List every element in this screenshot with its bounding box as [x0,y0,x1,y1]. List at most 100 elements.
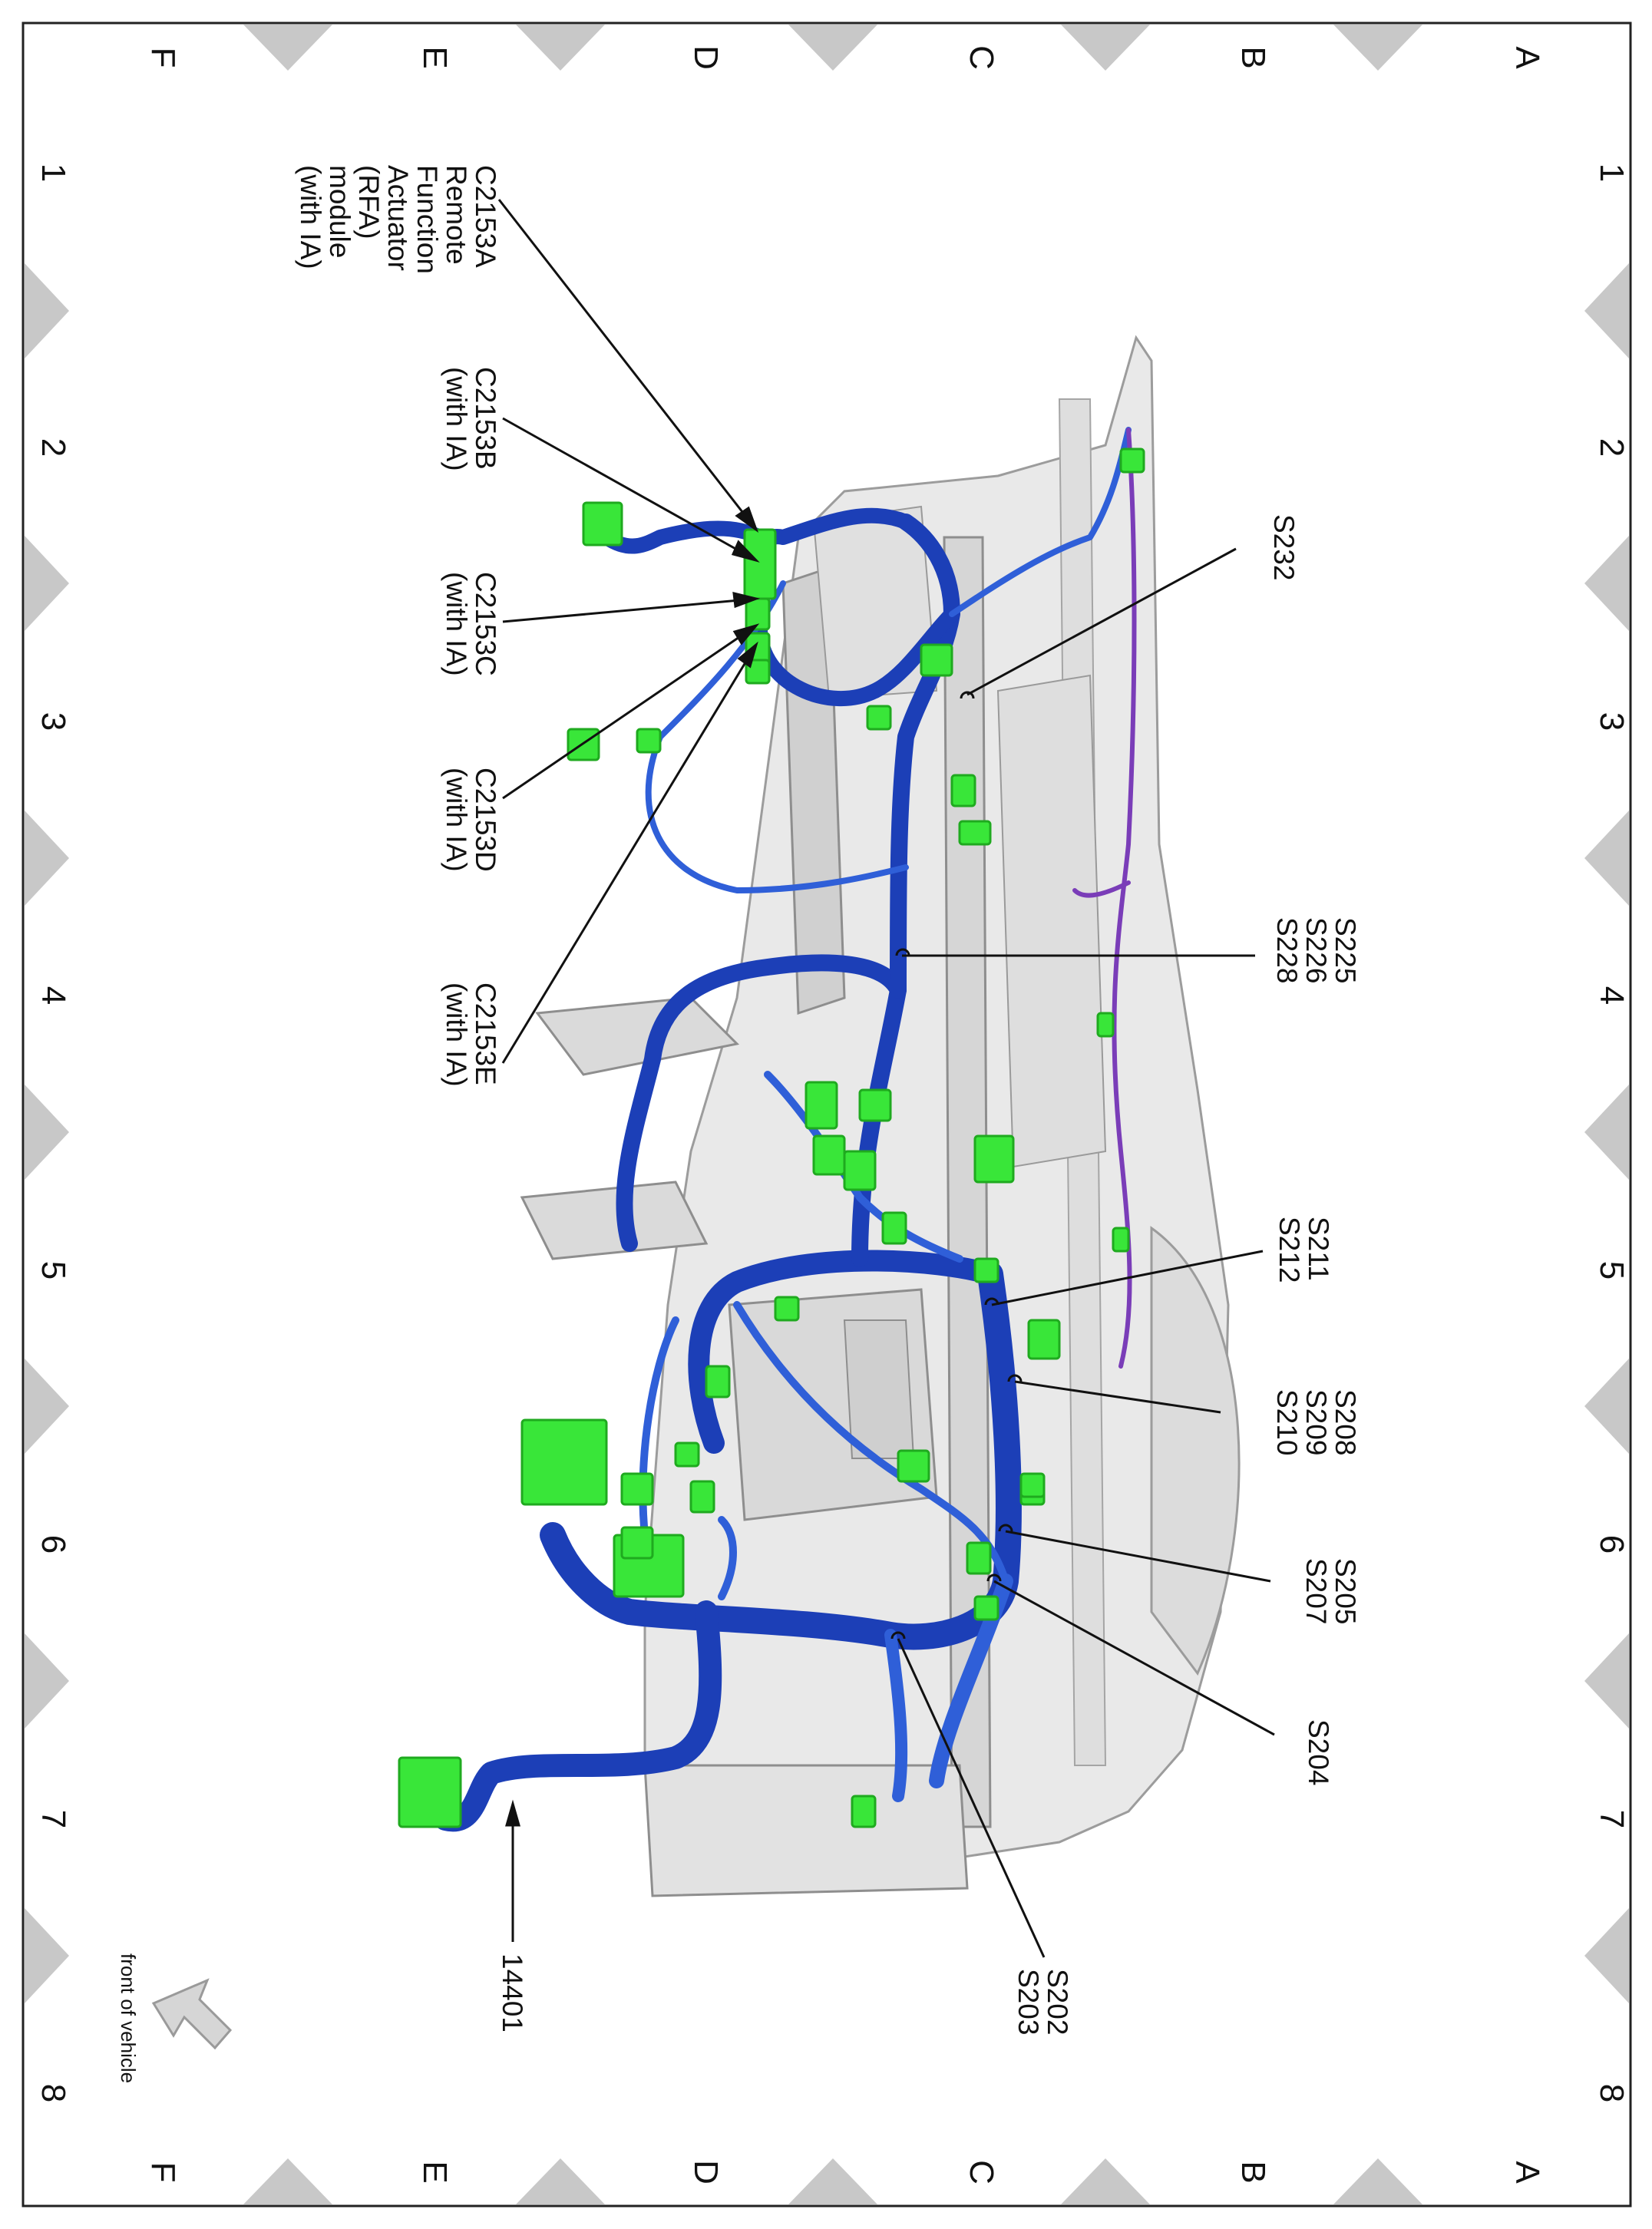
grid-marker-right [1584,1359,1629,1454]
connector-block [1112,1227,1130,1253]
callout-s205-line2: S207 [1300,1558,1332,1624]
grid-marker-left [25,1633,69,1729]
callout-c2153d-line1: C2153D [470,768,501,872]
front-arrow-icon [151,1978,233,2050]
connector-block [866,705,892,731]
grid-marker-right [1584,263,1629,358]
grid-number-7-left: 7 [35,1810,72,1828]
front-of-vehicle-label: front of vehicle [117,1953,140,2083]
grid-letter-c-bottom: C [963,2160,1000,2184]
callout-s208: S208 S209 S210 [1271,1389,1361,1455]
connector-block [745,659,771,685]
connector-block [1027,1319,1061,1360]
callout-c2153a-line2: Remote [441,165,472,265]
callout-c2153c: C2153C (with IA) [441,572,501,676]
grid-numbers-right: 1 2 3 4 5 6 7 8 [1593,163,1631,2102]
grid-letter-e-bottom: E [416,2161,454,2183]
grid-marker-left [25,1908,69,2003]
callout-s225-line2: S226 [1300,917,1332,983]
connector-block [843,1150,877,1191]
callout-c2153a-line1: C2153A [470,165,501,268]
grid-number-7-right: 7 [1593,1810,1631,1828]
callout-s211-line1: S211 [1303,1217,1334,1281]
callout-c2153b-line2: (with IA) [441,367,472,471]
callout-s211-line2: S212 [1274,1217,1305,1283]
connector-block [966,1541,992,1575]
grid-marker-left [25,811,69,906]
callout-c2153e-line2: (with IA) [441,982,472,1087]
grid-marker-bottom [788,2158,877,2204]
callout-c2153a: C2153A Remote Function Actuator (RFA) mo… [295,165,501,274]
grid-marker-right [1584,1908,1629,2003]
connector-block [805,1081,838,1130]
grid-letter-d-top: D [687,45,725,70]
grid-marker-right [1584,1085,1629,1180]
grid-marker-bottom [1333,2158,1422,2204]
callout-c2153b-line1: C2153B [470,367,501,470]
connector-block [689,1480,715,1514]
callout-c2153a-line5: (RFA) [353,165,385,239]
grid-marker-left [25,1359,69,1454]
grid-marker-top [243,25,332,71]
grid-letter-f-top: F [144,48,182,68]
connector-block [950,774,976,807]
connector-block [812,1134,846,1176]
connector-block [973,1595,999,1621]
grid-marker-right [1584,811,1629,906]
grid-letters-bottom: A B C D E F [144,2160,1546,2184]
connector-block [582,501,623,547]
connector-block [1119,447,1145,474]
callout-s202: S202 S203 [1013,1969,1073,2035]
callout-s208-line3: S210 [1271,1389,1303,1455]
callout-s208-line2: S209 [1300,1389,1332,1455]
callout-c2153e: C2153E (with IA) [441,982,501,1087]
connector-block [920,643,953,677]
front-of-vehicle-indicator: front of vehicle [117,1953,233,2083]
grid-number-1-right: 1 [1593,163,1631,182]
grid-marker-right [1584,536,1629,631]
page-border [21,21,1632,2208]
splice-markers [890,691,1023,1640]
grid-letter-b-top: B [1234,46,1272,68]
connector-block [674,1441,700,1468]
callout-c2153b: C2153B (with IA) [441,367,501,471]
grid-marker-left [25,536,69,631]
grid-marker-top [516,25,605,71]
callout-s211: S211 S212 [1274,1217,1334,1283]
callout-c2153d-line2: (with IA) [441,768,472,872]
callout-c2153a-line3: Function [411,165,443,274]
grid-number-3-right: 3 [1593,712,1631,731]
callout-s204-line1: S204 [1303,1719,1334,1785]
connector-block [897,1449,930,1483]
grid-letter-f-bottom: F [144,2162,182,2183]
callout-c2153a-line4: Actuator [382,165,414,271]
connector-block [398,1756,462,1828]
callout-14401-line1: 14401 [497,1953,528,2033]
callout-c2153c-line2: (with IA) [441,572,472,676]
grid-number-4-right: 4 [1593,986,1631,1005]
grid-letter-e-top: E [416,46,454,68]
callout-s204: S204 [1303,1719,1334,1785]
callout-c2153a-line6: module [324,165,355,258]
grid-number-4-left: 4 [35,986,72,1005]
connector-block [774,1296,800,1322]
connector-block [973,1134,1015,1184]
grid-letter-c-top: C [963,45,1000,70]
callout-s205-line1: S205 [1330,1558,1361,1624]
connector-block [620,1526,654,1560]
callout-s232: S232 [1268,514,1300,580]
callout-s202-line2: S203 [1013,1969,1044,2035]
connector-block [1096,1012,1115,1038]
callout-c2153d: C2153D (with IA) [441,768,501,872]
connectors [398,447,1145,1828]
grid-markers [25,25,1629,2204]
connector-block [743,528,777,600]
connector-block [851,1795,877,1828]
connector-block [620,1472,654,1506]
instrument-panel-frame [520,335,1241,1897]
grid-marker-top [788,25,877,71]
callout-s225-line1: S225 [1330,917,1361,983]
grid-marker-bottom [243,2158,332,2204]
grid-number-6-right: 6 [1593,1535,1631,1554]
